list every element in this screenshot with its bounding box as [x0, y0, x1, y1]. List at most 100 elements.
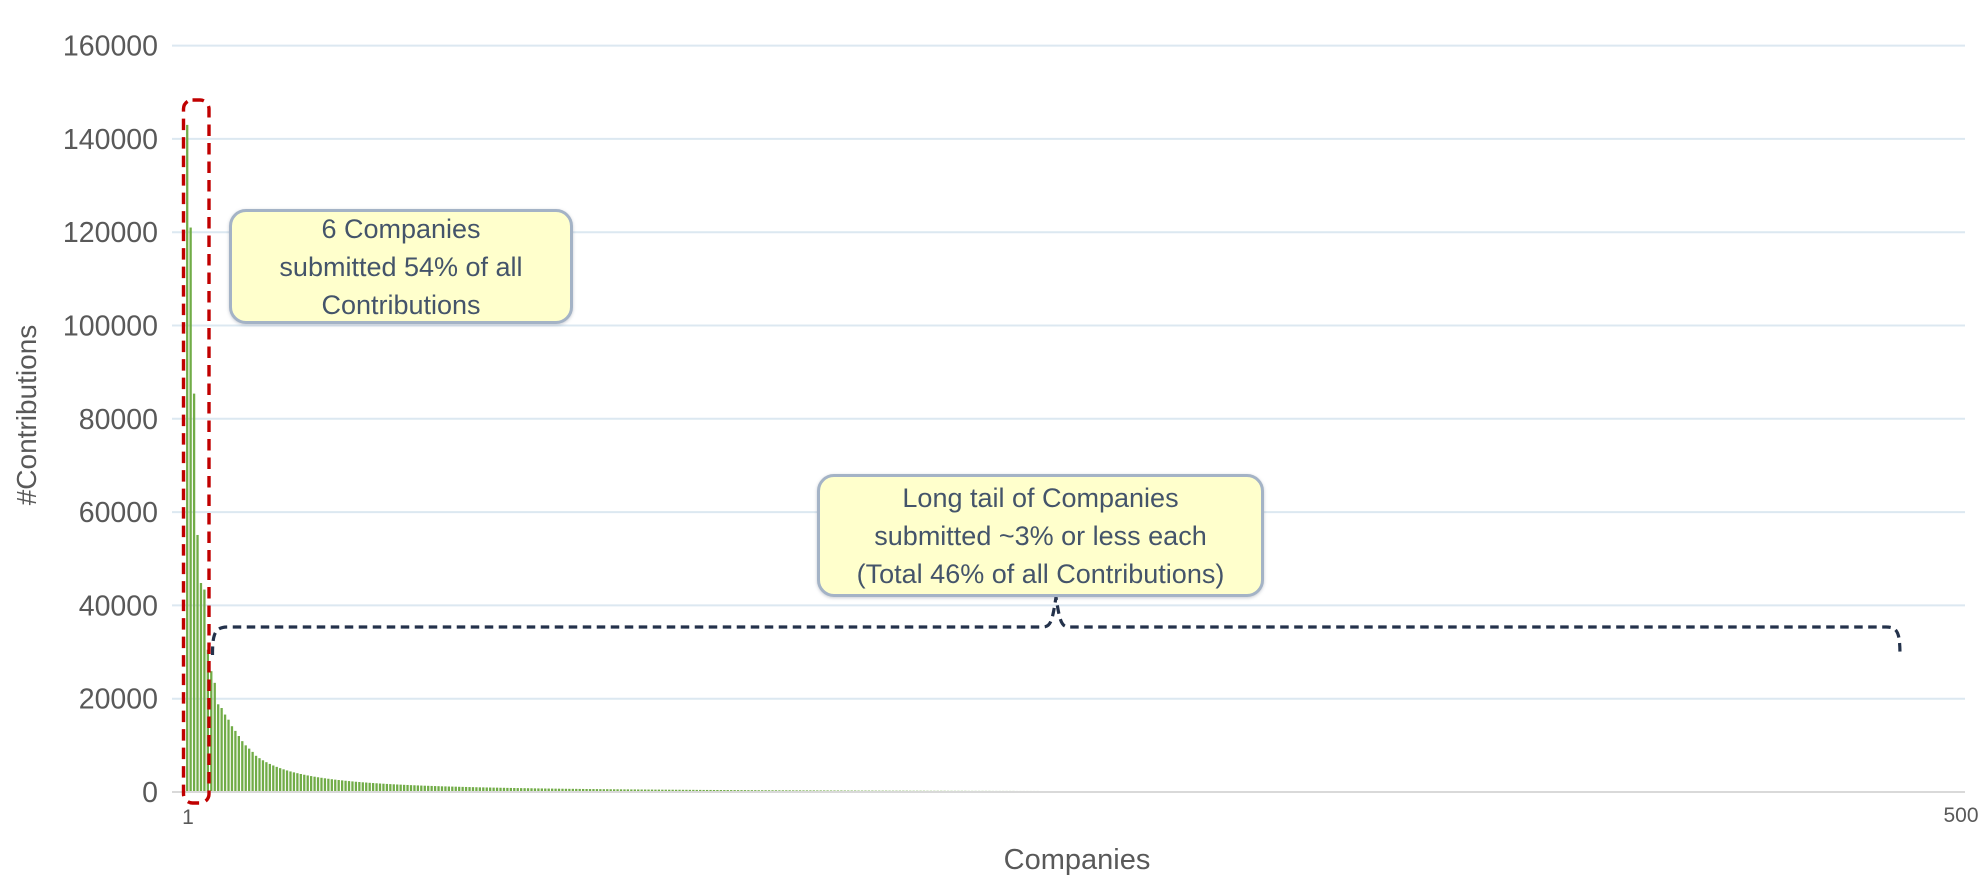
bar — [361, 782, 364, 792]
bar — [375, 783, 378, 792]
bar — [530, 788, 533, 792]
bar — [657, 789, 661, 792]
bar — [409, 785, 413, 792]
bar — [327, 778, 330, 792]
bar — [427, 785, 430, 792]
y-tick-label: 100000 — [63, 311, 158, 343]
bar — [213, 682, 216, 792]
bar — [616, 789, 619, 792]
bar — [440, 786, 444, 792]
bar — [485, 787, 488, 792]
bar — [234, 730, 237, 792]
bar — [237, 736, 240, 792]
bar — [241, 741, 244, 792]
bar — [592, 789, 595, 792]
bar — [623, 789, 626, 792]
bar — [509, 787, 512, 792]
bar — [371, 783, 375, 792]
bar — [468, 787, 471, 792]
bar — [437, 786, 440, 792]
bar — [557, 788, 561, 792]
bar — [296, 773, 299, 792]
bar — [585, 789, 588, 792]
bar — [392, 784, 395, 792]
bar — [664, 789, 667, 792]
bar — [502, 787, 506, 792]
bar — [678, 789, 681, 792]
bar — [647, 789, 650, 792]
bar — [513, 787, 516, 792]
bar — [495, 787, 499, 792]
bar — [282, 769, 285, 792]
bar — [526, 788, 530, 792]
bar — [334, 779, 337, 792]
bar — [699, 789, 702, 792]
bar — [444, 786, 447, 792]
bar — [303, 774, 306, 792]
bar — [633, 789, 636, 792]
bar — [637, 789, 640, 792]
y-tick-label: 0 — [142, 777, 158, 809]
bar — [492, 787, 495, 792]
bar — [186, 124, 189, 792]
bar — [461, 786, 464, 792]
bar — [230, 726, 234, 792]
bar — [695, 789, 698, 792]
y-tick-label: 140000 — [63, 124, 158, 156]
bar — [358, 782, 361, 792]
bar — [544, 788, 547, 792]
bar — [223, 714, 227, 792]
callout-top6-line3: Contributions — [321, 289, 481, 320]
bar — [217, 704, 220, 792]
bar — [640, 789, 643, 792]
bar — [399, 784, 402, 792]
x-tick-label-last: 500 — [1943, 804, 1978, 827]
bar — [292, 772, 296, 792]
y-tick-label: 80000 — [79, 404, 158, 436]
bar — [588, 789, 592, 792]
bar — [692, 789, 695, 792]
bar — [306, 775, 309, 792]
bar — [365, 782, 368, 792]
bar — [578, 788, 581, 792]
bar — [199, 583, 203, 792]
bar — [265, 762, 268, 792]
bar — [416, 785, 420, 792]
bar — [203, 589, 206, 792]
bar — [285, 770, 289, 792]
bar — [606, 789, 609, 792]
bar — [716, 789, 719, 792]
bar — [413, 785, 416, 792]
bar — [402, 784, 406, 792]
y-tick-label: 120000 — [63, 217, 158, 249]
bar — [337, 780, 340, 792]
bar — [516, 788, 519, 792]
bar — [630, 789, 633, 792]
bar — [471, 787, 475, 792]
bar — [489, 787, 492, 792]
bar — [313, 776, 316, 792]
bar — [289, 771, 292, 792]
bar — [702, 789, 705, 792]
bar — [420, 785, 423, 792]
bar — [712, 789, 716, 792]
bar — [248, 748, 251, 792]
bar — [571, 788, 574, 792]
bar — [688, 789, 692, 792]
bar — [347, 781, 351, 792]
bar — [433, 786, 437, 792]
bar — [475, 787, 478, 792]
callout-longtail-line2: submitted ~3% or less each — [874, 520, 1207, 551]
bar — [520, 788, 523, 792]
bar — [210, 671, 213, 792]
bar — [681, 789, 685, 792]
bar — [254, 755, 258, 792]
bar — [671, 789, 674, 792]
bar — [564, 788, 568, 792]
bar — [454, 786, 457, 792]
bar — [385, 783, 389, 792]
x-tick-label-first: 1 — [182, 806, 194, 829]
bar — [320, 777, 323, 792]
